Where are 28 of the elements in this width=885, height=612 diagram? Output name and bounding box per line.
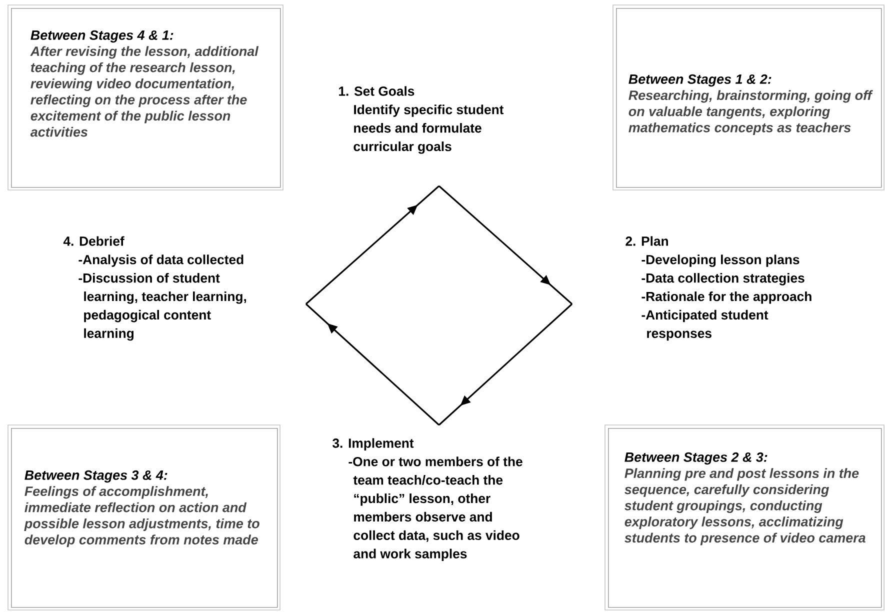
stage-heading: 3. Implement [332, 438, 414, 450]
cycle-arrow [305, 185, 440, 305]
note-box [604, 424, 884, 610]
stage-heading: 2. Plan [626, 236, 668, 246]
note-box [612, 4, 884, 190]
stage-text: -Data collection strategies [642, 273, 804, 286]
note-text: Feelings of accomplishment, immediate reflection on action and possible lesson adjustments, time to develop comments from notes made [24, 486, 260, 548]
note-box [8, 424, 280, 610]
note-heading: Between Stages 4 & 1: [30, 30, 174, 43]
note-box [8, 4, 284, 190]
note-text: Planning pre and post lessons in the sequence, carefully considering student groupings, conducting exploratory lessons, acclimatizing students to presence of video camera [624, 468, 866, 546]
note-text: After revising the lesson, additional teaching of the research lesson, reviewing video documentation, reflecting on the process after the excitement of the public lesson activities [30, 46, 259, 137]
note-heading: Between Stages 1 & 2: [628, 74, 772, 87]
note-text: Researching, brainstorming, going off on valuable tangents, exploring mathematics concepts as teachers [628, 90, 873, 135]
stage-text: -Rationale for the approach [642, 291, 812, 304]
stage-text: -Discussion of student learning, teacher learning, pedagogical content learning [78, 273, 246, 341]
stage-text: -Developing lesson plans [642, 254, 800, 267]
note-heading: Between Stages 2 & 3: [624, 452, 768, 465]
stage-text: Identify specific student needs and formulate curricular goals [354, 104, 504, 154]
stage-text: -One or two members of the team teach/co-teach the “public” lesson, other members observe and collect data, such as video and work samples [348, 456, 522, 562]
cycle-arrow [438, 185, 573, 305]
stage-text: -Analysis of data collected [78, 254, 244, 267]
cycle-arrow [438, 303, 573, 426]
stage-heading: 4. Debrief [63, 236, 124, 246]
note-heading: Between Stages 3 & 4: [24, 470, 168, 483]
stage-text: -Anticipated student responses [642, 310, 768, 341]
stage-heading: 1. Set Goals [339, 86, 414, 96]
cycle-arrow [305, 303, 440, 426]
